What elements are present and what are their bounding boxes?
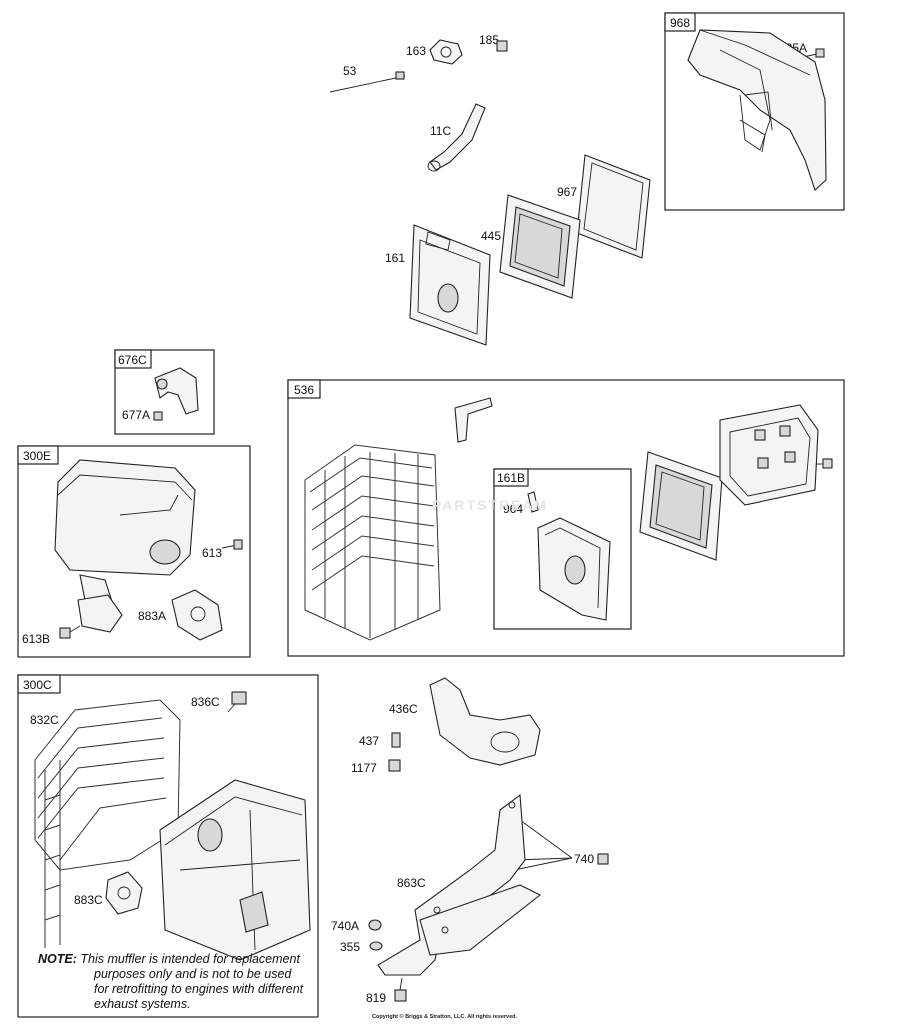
bolt-836c bbox=[227, 691, 247, 713]
air-filter-gasket-967 bbox=[576, 154, 651, 259]
gasket-163 bbox=[429, 39, 463, 65]
bottom-loose-parts: 436C 437 1177 740 863C 740A bbox=[331, 677, 609, 1005]
muffler-300e bbox=[54, 459, 196, 633]
group-536: 536 161B 964 bbox=[287, 379, 845, 657]
label-883c[interactable]: 883C bbox=[74, 893, 103, 907]
breather-tube-11c bbox=[427, 103, 486, 172]
muffler-guard-832c bbox=[34, 699, 181, 948]
label-53[interactable]: 53 bbox=[343, 64, 357, 78]
label-1177[interactable]: 1177 bbox=[351, 761, 377, 775]
bolt-437 bbox=[391, 732, 401, 748]
copyright: Copyright © Briggs & Stratton, LLC. All … bbox=[372, 1014, 518, 1020]
air-filter-base-161 bbox=[409, 224, 491, 346]
group-676c: 676C 677A bbox=[114, 349, 215, 435]
blower-housing-shroud bbox=[687, 29, 827, 191]
label-883a[interactable]: 883A bbox=[138, 609, 166, 623]
note-line-4: exhaust systems. bbox=[94, 997, 191, 1011]
washer-355 bbox=[369, 941, 383, 951]
tag-161b[interactable]: 161B bbox=[497, 471, 525, 485]
muffler-note: NOTE: This muffler is intended for repla… bbox=[38, 952, 318, 1012]
label-967[interactable]: 967 bbox=[557, 185, 577, 199]
tag-968[interactable]: 968 bbox=[670, 16, 690, 30]
nut-1177 bbox=[388, 759, 401, 772]
screw-677a bbox=[153, 411, 163, 421]
label-740a[interactable]: 740A bbox=[331, 919, 359, 933]
tag-300c[interactable]: 300C bbox=[23, 678, 52, 692]
muffler-300c bbox=[159, 779, 311, 961]
label-819[interactable]: 819 bbox=[366, 991, 386, 1005]
label-613[interactable]: 613 bbox=[202, 546, 222, 560]
tag-536[interactable]: 536 bbox=[294, 383, 314, 397]
bracket-863c bbox=[377, 793, 542, 976]
nut-740a bbox=[368, 919, 382, 931]
air-filter-base-161b bbox=[537, 517, 611, 621]
label-161[interactable]: 161 bbox=[385, 251, 405, 265]
label-11c[interactable]: 11C bbox=[430, 124, 451, 138]
pin-964 bbox=[527, 491, 539, 513]
label-355[interactable]: 355 bbox=[340, 940, 360, 954]
tag-676c[interactable]: 676C bbox=[118, 353, 147, 367]
air-filter-cover-536 bbox=[719, 404, 819, 506]
label-445[interactable]: 445 bbox=[481, 229, 501, 243]
label-437[interactable]: 437 bbox=[359, 734, 379, 748]
gasket-883a bbox=[171, 589, 223, 641]
label-863c[interactable]: 863C bbox=[397, 876, 426, 890]
label-436c[interactable]: 436C bbox=[389, 702, 418, 716]
group-300e: 300E 613 613B 883A bbox=[17, 445, 251, 658]
note-line-3: for retrofitting to engines with differe… bbox=[94, 982, 304, 996]
air-filter-445 bbox=[499, 194, 581, 299]
label-964[interactable]: 964 bbox=[503, 502, 523, 516]
label-832c[interactable]: 832C bbox=[30, 713, 59, 727]
top-loose-parts: 53 163 185 11C 967 445 161 bbox=[329, 33, 651, 346]
bolt-613b bbox=[59, 625, 81, 639]
nut-185 bbox=[496, 40, 508, 52]
group-300c: 300C 832C 836C 883C bbox=[17, 674, 319, 1018]
wire-guard-cage bbox=[304, 444, 441, 641]
note-prefix: NOTE: bbox=[38, 952, 77, 966]
nut-536 bbox=[816, 458, 833, 469]
stud-53 bbox=[329, 71, 406, 93]
heat-shield-676c bbox=[154, 367, 199, 415]
exhaust-elbow-436c bbox=[429, 677, 541, 766]
bolt-613 bbox=[221, 539, 243, 550]
note-line-1: This muffler is intended for replacement bbox=[80, 952, 300, 966]
air-filter-element-536 bbox=[639, 451, 723, 561]
label-185[interactable]: 185 bbox=[479, 33, 499, 47]
gasket-883c bbox=[105, 871, 143, 915]
group-968: 968 425A bbox=[664, 12, 845, 211]
bracket-l bbox=[454, 397, 493, 443]
note-line-2: purposes only and is not to be used bbox=[94, 967, 292, 981]
label-740[interactable]: 740 bbox=[574, 852, 594, 866]
label-836c[interactable]: 836C bbox=[191, 695, 220, 709]
nut-740 bbox=[597, 853, 609, 865]
tag-300e[interactable]: 300E bbox=[23, 449, 51, 463]
label-163[interactable]: 163 bbox=[406, 44, 426, 58]
bolt-819 bbox=[394, 977, 407, 1002]
label-613b[interactable]: 613B bbox=[22, 632, 50, 646]
watermark: PARTSTREAM bbox=[432, 497, 549, 513]
label-677a[interactable]: 677A bbox=[122, 408, 150, 422]
